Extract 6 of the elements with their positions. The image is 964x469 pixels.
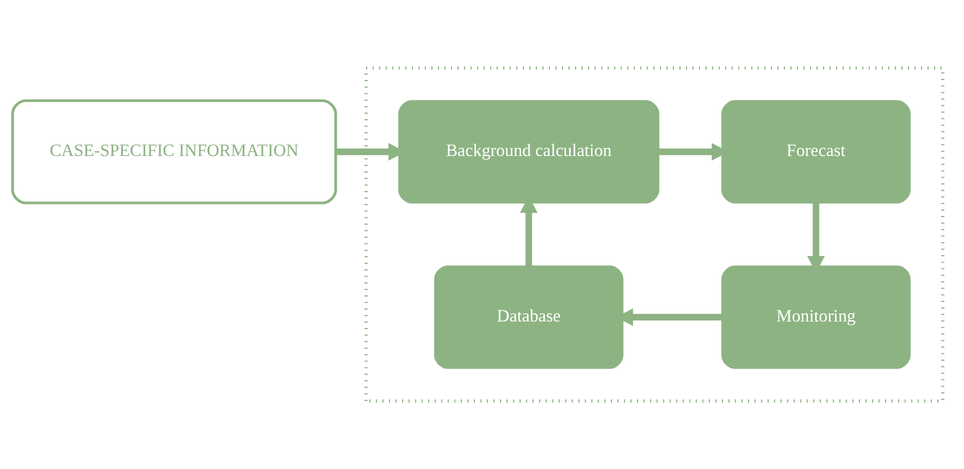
cluster — [364, 66, 944, 403]
node-box: Background calculation — [398, 100, 660, 204]
node-box: Database — [434, 266, 624, 369]
node-box: Monitoring — [721, 266, 911, 369]
node-box: CASE-SPECIFIC INFORMATION — [11, 99, 338, 204]
node-box: Forecast — [721, 100, 911, 204]
